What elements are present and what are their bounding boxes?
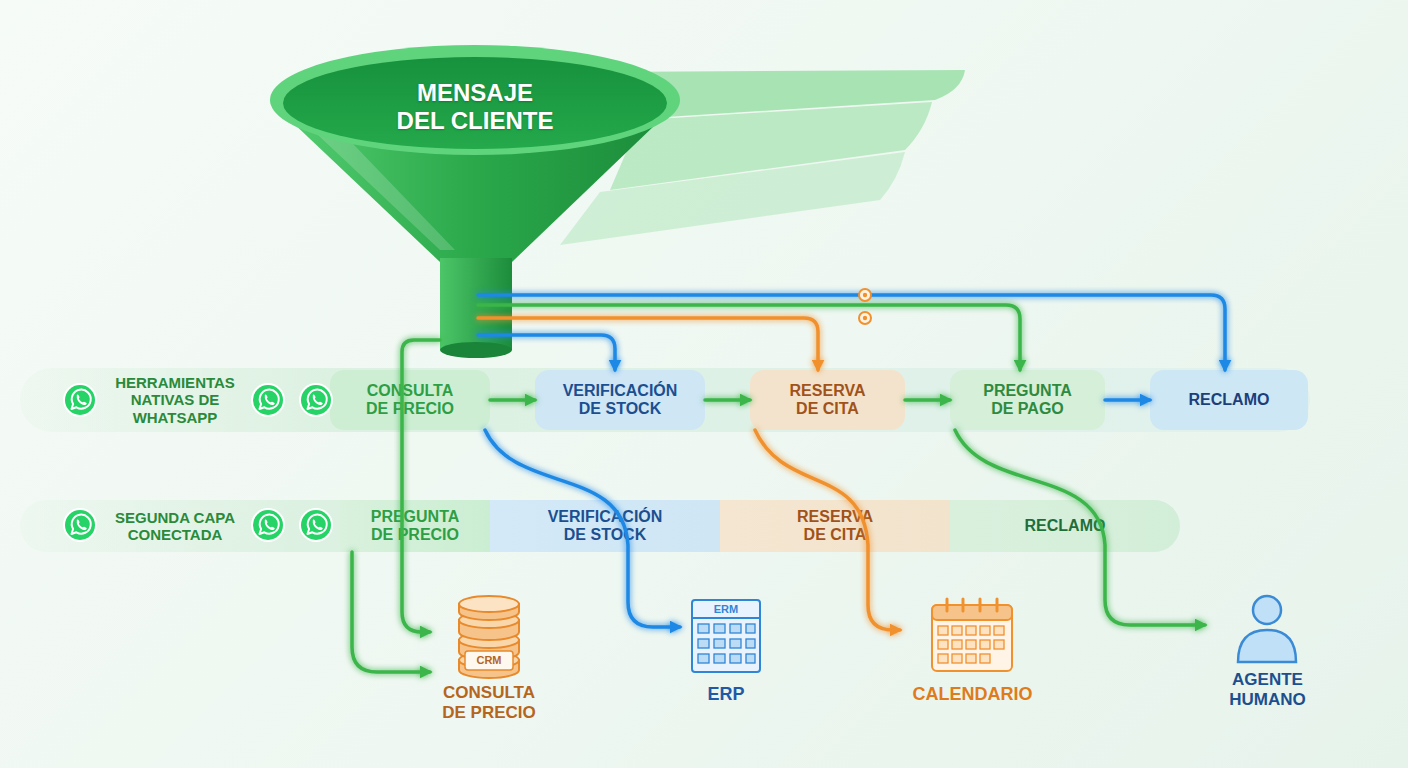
calendar-frame (932, 605, 1012, 671)
layer-band: SEGUNDA CAPA CONECTADA PREGUNTA DE PRECIO… (20, 500, 1180, 552)
agent-head (1253, 596, 1281, 624)
calendar-icon (932, 599, 1012, 671)
funnel-shape: MENSAJE DEL CLIENTE (270, 45, 680, 360)
node-label: PREGUNTA DE PRECIO (365, 508, 465, 545)
flow-arrow (478, 335, 615, 370)
funnel-wings (560, 70, 965, 245)
intent-pill: VERIFICACIÓN DE STOCK (490, 500, 720, 552)
intent-pill: RESERVA DE CITA (750, 370, 905, 430)
wing (560, 152, 905, 245)
disc (459, 652, 519, 668)
intent-pill: PREGUNTA DE PRECIO (340, 500, 490, 552)
wing (600, 70, 965, 118)
system-icon: CALENDARIO (900, 597, 1045, 707)
funnel-mouth (283, 57, 667, 149)
node-label: ERP (680, 684, 772, 705)
disc (459, 596, 519, 612)
node-label: CRM (465, 654, 513, 667)
crm-icon (459, 596, 519, 678)
erp-grid (698, 624, 755, 663)
system-icon: AGENTE HUMANO (1205, 590, 1330, 715)
node-label: RESERVA DE CITA (780, 382, 875, 419)
junction-dot (859, 312, 871, 324)
disc (459, 604, 519, 620)
node-label: VERIFICACIÓN DE STOCK (540, 508, 670, 545)
disc (459, 620, 519, 640)
node-label: ERM (680, 603, 772, 616)
intent-pill: CONSULTA DE PRECIO (330, 370, 490, 430)
funnel-body (270, 45, 680, 358)
calendar-rings (947, 599, 997, 611)
flow-arrow (352, 552, 430, 672)
intent-pill: PREGUNTA DE PAGO (950, 370, 1105, 430)
crm-tag (465, 651, 513, 670)
erp-rule (692, 617, 760, 619)
disc (459, 632, 519, 648)
junction-dot (859, 289, 871, 301)
funnel-shine (300, 118, 455, 250)
flow-arrow (478, 295, 1225, 370)
intent-pill: RESERVA DE CITA (720, 500, 950, 552)
node-label: HERRAMIENTAS NATIVAS DE WHATSAPP (100, 374, 250, 426)
intent-pill: VERIFICACIÓN DE STOCK (535, 370, 705, 430)
node-label: AGENTE HUMANO (1213, 670, 1323, 709)
intent-pill: RECLAMO (1150, 370, 1308, 430)
funnel-spout (440, 258, 512, 350)
node-label: PREGUNTA DE PAGO (978, 382, 1078, 419)
flow-arrow (478, 305, 1020, 370)
node-label: MENSAJE DEL CLIENTE (393, 79, 557, 134)
calendar-bar (932, 605, 1012, 620)
node-label: RECLAMO (1189, 391, 1270, 409)
agent-body (1238, 630, 1296, 662)
system-icon: ERM ERP (680, 597, 772, 707)
node-label: CONSULTA DE PRECIO (435, 683, 543, 722)
node-label: RESERVA DE CITA (788, 508, 883, 545)
node-label: CONSULTA DE PRECIO (360, 382, 460, 419)
node-label: CALENDARIO (900, 684, 1045, 705)
calendar-grid (938, 626, 1004, 663)
funnel-rim (270, 45, 680, 155)
system-icon: CRM CONSULTA DE PRECIO (430, 597, 548, 722)
wing (610, 102, 932, 190)
funnel-spout-end (440, 342, 512, 358)
layer-band: HERRAMIENTAS NATIVAS DE WHATSAPP CONSULTA… (20, 368, 1310, 432)
intent-pill: RECLAMO (950, 500, 1180, 552)
flow-arrow (478, 318, 818, 370)
node-label: VERIFICACIÓN DE STOCK (555, 382, 685, 419)
disc (459, 612, 519, 628)
agent-icon (1238, 596, 1296, 662)
node-label: RECLAMO (1025, 517, 1106, 535)
node-label: SEGUNDA CAPA CONECTADA (100, 509, 250, 544)
